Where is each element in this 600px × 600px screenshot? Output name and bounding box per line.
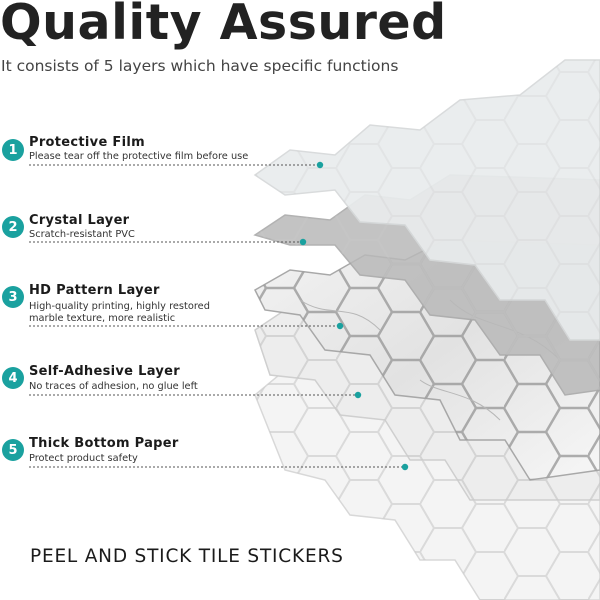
leader-dot-icon <box>354 391 362 399</box>
leader-dot-icon <box>316 161 324 169</box>
layer-title-hd-pattern-layer: HD Pattern Layer <box>29 283 160 298</box>
layer-description-hd-pattern-line-1: High-quality printing, highly restored <box>29 301 210 312</box>
layer-description-hd-pattern-line-2: marble texture, more realistic <box>29 313 176 324</box>
protective-film-sheet <box>253 59 600 341</box>
layer-number-badge-1: 1 <box>2 139 24 161</box>
layer-title-self-adhesive-layer: Self-Adhesive Layer <box>29 364 180 379</box>
layer-number-badge-5: 5 <box>2 439 24 461</box>
leader-dot-icon <box>299 238 307 246</box>
layer-number-badge-3: 3 <box>2 286 24 308</box>
layer-title-protective-film: Protective Film <box>29 135 145 150</box>
page-title: Quality Assured <box>0 0 447 51</box>
layer-number-badge-2: 2 <box>2 216 24 238</box>
layer-title-thick-bottom-paper: Thick Bottom Paper <box>29 436 179 451</box>
layer-description-thick-bottom-paper: Protect product safety <box>29 453 138 464</box>
leader-dot-icon <box>336 322 344 330</box>
layer-title-crystal-layer: Crystal Layer <box>29 213 130 228</box>
layer-number-badge-4: 4 <box>2 367 24 389</box>
layer-description-self-adhesive: No traces of adhesion, no glue left <box>29 381 198 392</box>
layer-description-protective-film: Please tear off the protective film befo… <box>29 151 249 162</box>
footer-tagline: PEEL AND STICK TILE STICKERS <box>30 546 344 567</box>
page-subtitle: It consists of 5 layers which have speci… <box>1 57 399 75</box>
layer-description-crystal-layer: Scratch-resistant PVC <box>29 229 135 240</box>
leader-dot-icon <box>401 463 409 471</box>
